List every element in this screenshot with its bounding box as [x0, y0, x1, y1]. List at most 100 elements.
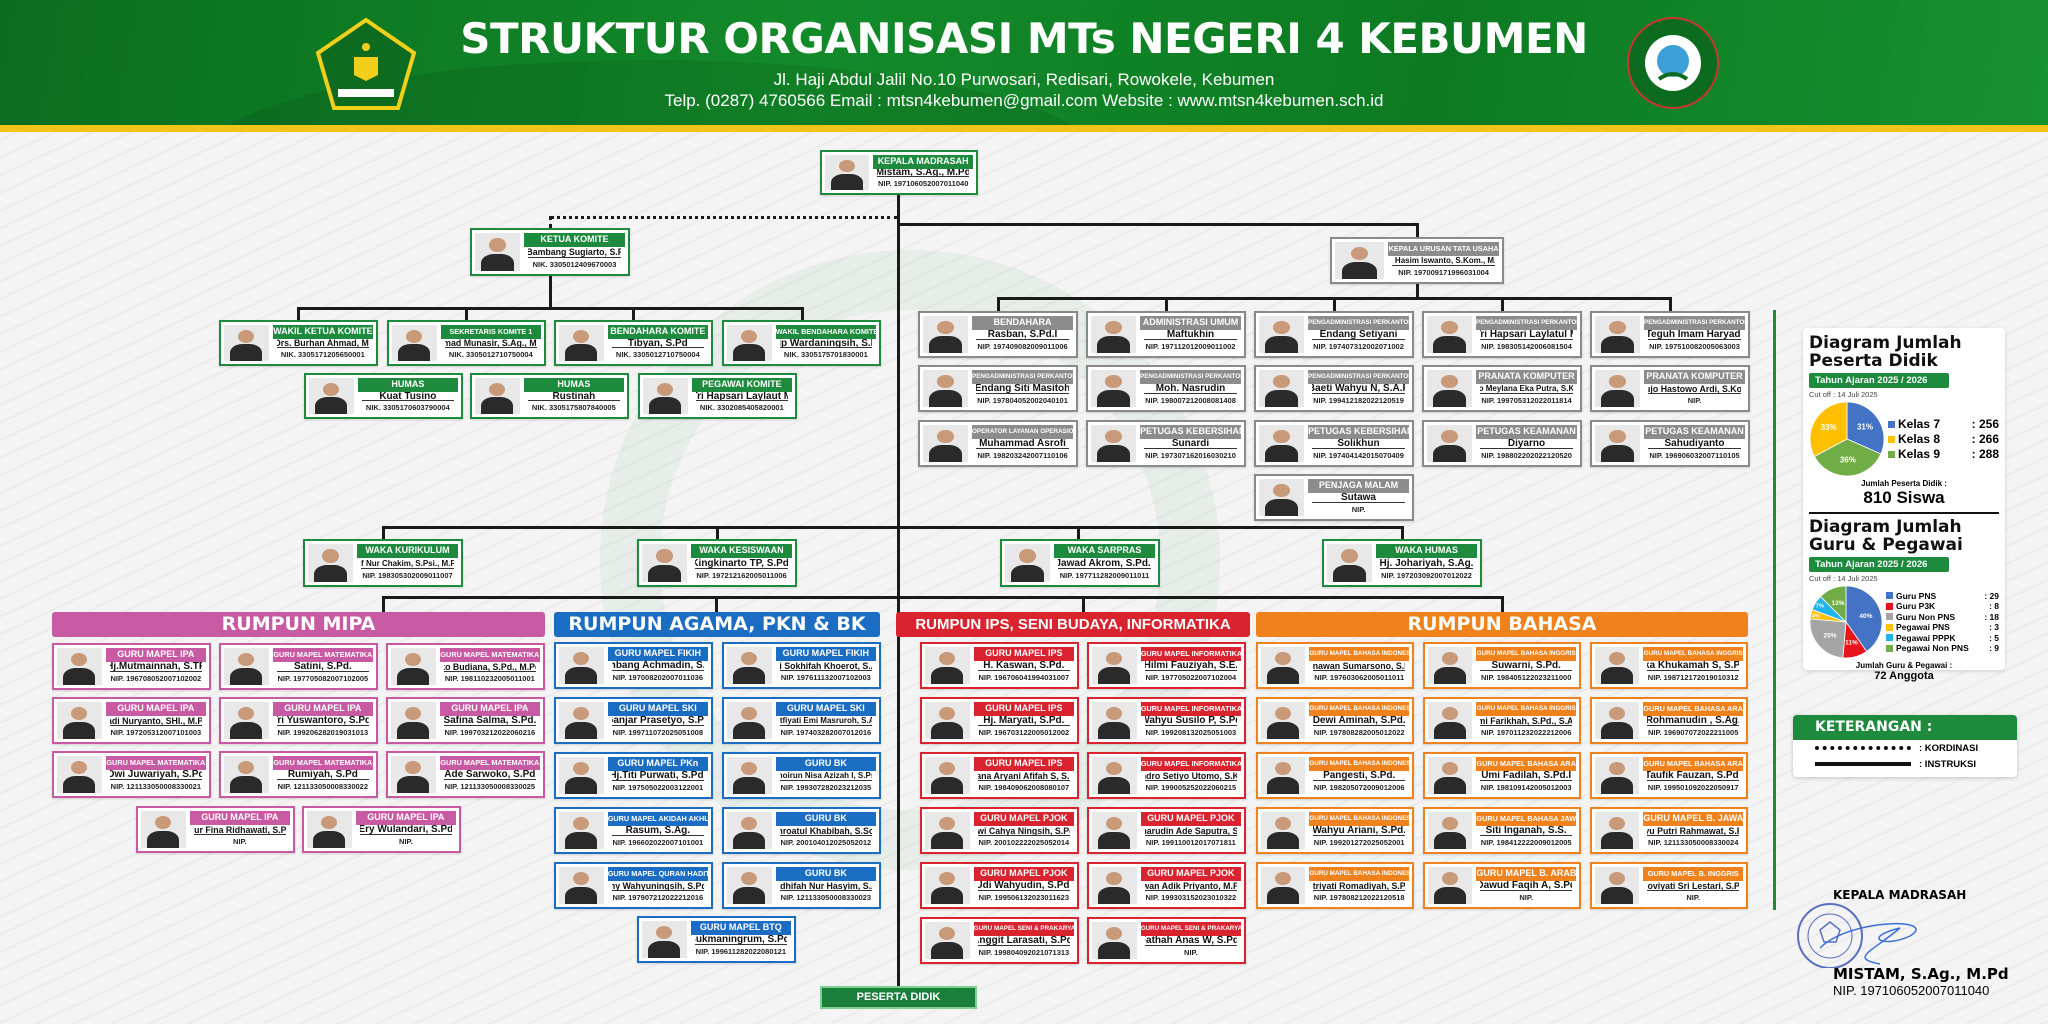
pie-data-label: 11%: [1845, 639, 1858, 646]
person-body-icon: [1601, 886, 1634, 904]
person-name: Hilmi Fauziyah, S.E.: [1144, 661, 1237, 671]
card-info: PENGADMINISTRASI PERKANTORAN Moh. Nasrud…: [1140, 370, 1241, 407]
role-label: PETUGAS KEBERSIHAN: [1308, 425, 1409, 439]
person-body-icon: [1267, 831, 1300, 849]
person-body-icon: [481, 397, 514, 414]
person-name: Dwi Cahya Ningsih, S.Pd.: [977, 826, 1070, 836]
photo: [224, 648, 269, 685]
photo: [1261, 812, 1306, 849]
photo: [559, 325, 604, 361]
branch-drop: [1401, 526, 1404, 539]
branch-drop: [297, 307, 300, 320]
role-label: WAKA SARPRAS: [1054, 544, 1155, 558]
person-head-icon: [573, 872, 590, 886]
role-label: GURU MAPEL B. JAWA: [1643, 812, 1743, 826]
person-name: Hendro Setiyo Utomo, S.Kom: [1144, 771, 1237, 781]
role-label: GURU MAPEL BAHASA INGGRIS: [1643, 647, 1743, 661]
person-name: Kingkinarto TP, S.Pd.: [695, 558, 788, 569]
person-name: Hj.Titi Purwati, S.Pd.: [611, 771, 704, 781]
role-label: PENGADMINISTRASI PERKANTORAN: [972, 370, 1073, 384]
card-info: GURU MAPEL BAHASA ARAB Taufik Fauzan, S.…: [1643, 757, 1743, 794]
photo: [925, 757, 970, 794]
person-id: NIK. 3305175701830001: [783, 350, 868, 359]
card-info: WAKA SARPRAS Jawad Akrom, S.Pd.I NIP. 19…: [1054, 544, 1155, 582]
person-name: Noviyati Sri Lestari, S.Pd: [1647, 881, 1739, 891]
card-info: GURU MAPEL BAHASA ARAB Umi Fadilah, S.Pd…: [1476, 757, 1576, 794]
card-info: WAKA HUMAS Hj. Johariyah, S.Ag. NIP. 197…: [1376, 544, 1477, 582]
person-name: Solikhun: [1312, 439, 1405, 449]
person-head-icon: [573, 817, 590, 831]
card-info: GURU MAPEL BAHASA INDONESIA Pangesti, S.…: [1309, 757, 1409, 794]
tu-staff-card: PENGADMINISTRASI PERKANTORAN Teguh Imam …: [1590, 311, 1750, 358]
students-total-value: 810 Siswa: [1863, 488, 1945, 507]
person-name: Dwi Juwariyah, S.Pd: [109, 770, 202, 780]
waka-card: WAKA HUMAS Hj. Johariyah, S.Ag. NIP. 197…: [1322, 539, 1482, 587]
chart1-note: Cut off : 14 Juli 2025: [1809, 390, 1878, 399]
card-info: GURU MAPEL BAHASA INDONESIA Wahyu Ariani…: [1309, 812, 1409, 849]
person-id: NIP.: [1351, 505, 1366, 514]
teacher-card: GURU MAPEL BAHASA ARAB Rohmanudin , S.Ag…: [1590, 697, 1748, 744]
person-head-icon: [1442, 707, 1459, 721]
person-name: Arwan Adik Priyanto, M.Pd.I: [1144, 881, 1237, 891]
teacher-card: GURU MAPEL PJOK Udi Wahyudin, S.Pd. NIP.…: [920, 862, 1079, 909]
person-id: NIP.: [1687, 396, 1702, 405]
photo: [1259, 479, 1304, 516]
person-name: Umi Farikhah, S.Pd., S.Ag.: [1480, 716, 1572, 726]
person-name: Dawud Faqih A, S.Pd: [1480, 881, 1572, 891]
card-info: HUMAS Rustinah NIK. 3305175807840005: [523, 378, 624, 414]
person-name: Rohmanudin , S.Ag.: [1647, 716, 1739, 726]
person-name: Jawad Akrom, S.Pd.I: [1058, 558, 1151, 569]
person-id: NIP. 199506132023011623: [978, 893, 1070, 902]
card-info: GURU MAPEL BTQ Sukmaningrum, S.Pd. NIP. …: [690, 921, 791, 958]
person-name: Safina Salma, S.Pd.: [443, 716, 536, 726]
person-body-icon: [63, 721, 96, 739]
person-name: Eny Wahyuningsih, S.Pd.I: [611, 881, 704, 891]
role-label: GURU MAPEL IPS: [973, 757, 1074, 771]
person-head-icon: [573, 330, 590, 343]
photo: [307, 811, 352, 848]
pie-slice-kelas-8: [1809, 401, 1848, 458]
teacher-card: GURU MAPEL INFORMATIKA Hilmi Fauziyah, S…: [1087, 642, 1246, 689]
role-label: GURU MAPEL PJOK: [1140, 867, 1241, 881]
legend-entry: Pegawai PPPK: 5: [1886, 633, 1999, 644]
person-id: NIP. 197404142015070409: [1313, 451, 1404, 460]
legend-swatch: [1886, 644, 1893, 652]
legend-swatch: [1886, 613, 1893, 621]
photo: [1092, 757, 1137, 794]
person-head-icon: [741, 872, 758, 886]
role-label: GURU MAPEL BTQ: [690, 921, 791, 935]
pie-data-label: 4%: [1812, 613, 1820, 619]
card-info: GURU MAPEL MATEMATIKA Eko Budiana, S.Pd.…: [439, 648, 540, 685]
person-id: NIP. 121133050008330022: [277, 782, 369, 791]
card-info: GURU MAPEL IPA Hj.Mutmainnah, S.TP NIP. …: [105, 648, 206, 685]
role-label: GURU MAPEL SENI & PRAKARYA: [1140, 922, 1241, 936]
person-name: Sukmaningrum, S.Pd.: [694, 935, 787, 945]
person-head-icon: [1019, 549, 1036, 563]
person-id: NIP. 200104012025052012: [780, 838, 872, 847]
role-label: WAKA HUMAS: [1376, 544, 1477, 558]
role-label: GURU MAPEL PJOK: [973, 812, 1074, 826]
card-info: GURU MAPEL BAHASA ARAB Rohmanudin , S.Ag…: [1643, 702, 1743, 739]
person-id: NIP. 197403282007012016: [780, 728, 872, 737]
peserta-didik-box: PESERTA DIDIK: [820, 986, 977, 1009]
person-id: NIP. 199208132025051003: [1145, 728, 1237, 737]
person-id: NIP. 197711282009011011: [1059, 571, 1150, 580]
person-id: NIP. 197505022003122001: [612, 783, 704, 792]
photo: [1595, 867, 1640, 904]
person-name: Muhammad Asrofi: [976, 439, 1069, 449]
person-body-icon: [1433, 335, 1466, 353]
legend-value: : 18: [1984, 611, 1999, 622]
card-info: GURU MAPEL FIKIH Bambang Achmadin, S.Ag.…: [607, 647, 708, 684]
person-body-icon: [733, 666, 766, 684]
person-name: H. Bambang Sugiarto, S.Pd.I: [528, 247, 621, 258]
person-body-icon: [565, 721, 598, 739]
photo: [1427, 425, 1472, 462]
person-id: NIP. 198802202022120520: [1481, 451, 1572, 460]
stamp-signature-icon: [1797, 903, 1917, 969]
photo: [1428, 812, 1473, 849]
teacher-card: GURU MAPEL PJOK Arwan Adik Priyanto, M.P…: [1087, 862, 1246, 909]
person-name: Udi Wahyudin, S.Pd.: [977, 881, 1070, 891]
role-label: GURU MAPEL PJOK: [1140, 812, 1241, 826]
card-info: PENGADMINISTRASI PERKANTORAN Endang Siti…: [972, 370, 1073, 407]
